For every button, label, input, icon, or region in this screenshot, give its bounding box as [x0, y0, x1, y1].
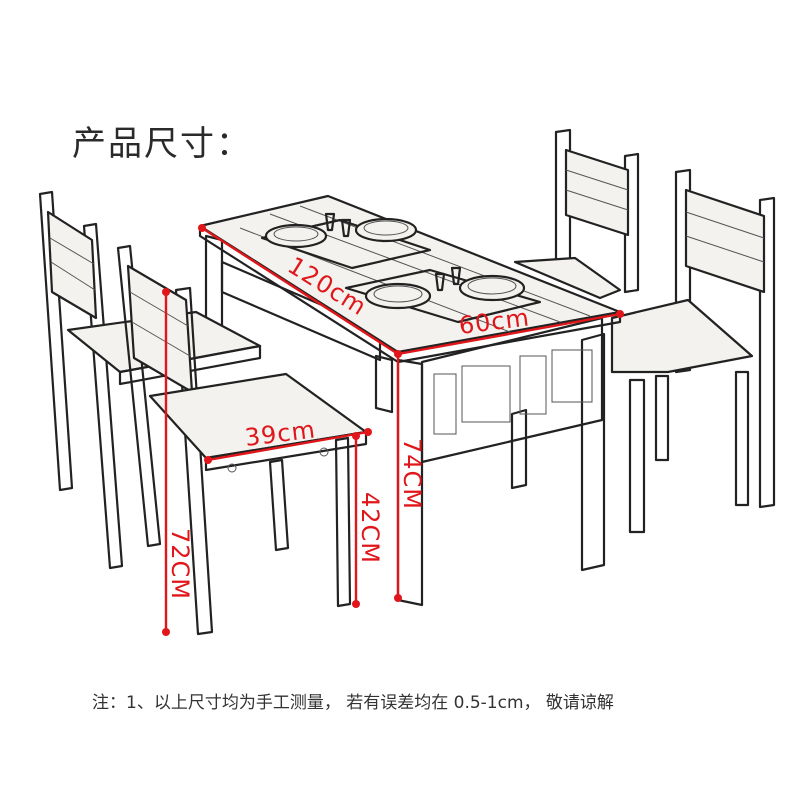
chair-front-left-back: [38, 190, 262, 570]
dimension-table-height: 74CM: [394, 354, 426, 602]
label-seat-height: 42CM: [356, 492, 384, 564]
dimension-chair-height: 72CM: [162, 288, 194, 636]
label-table-height: 74CM: [398, 438, 426, 510]
page-title: 产品尺寸：: [72, 124, 252, 164]
measurement-note: 注：1、以上尺寸均为手工测量， 若有误差均在 0.5-1cm， 敬请谅解: [92, 693, 614, 713]
dimension-seat-height: 42CM: [352, 432, 384, 608]
label-chair-height: 72CM: [166, 528, 194, 600]
chair-back-right-2: [610, 168, 776, 534]
chair-back-right-1: [513, 128, 640, 300]
